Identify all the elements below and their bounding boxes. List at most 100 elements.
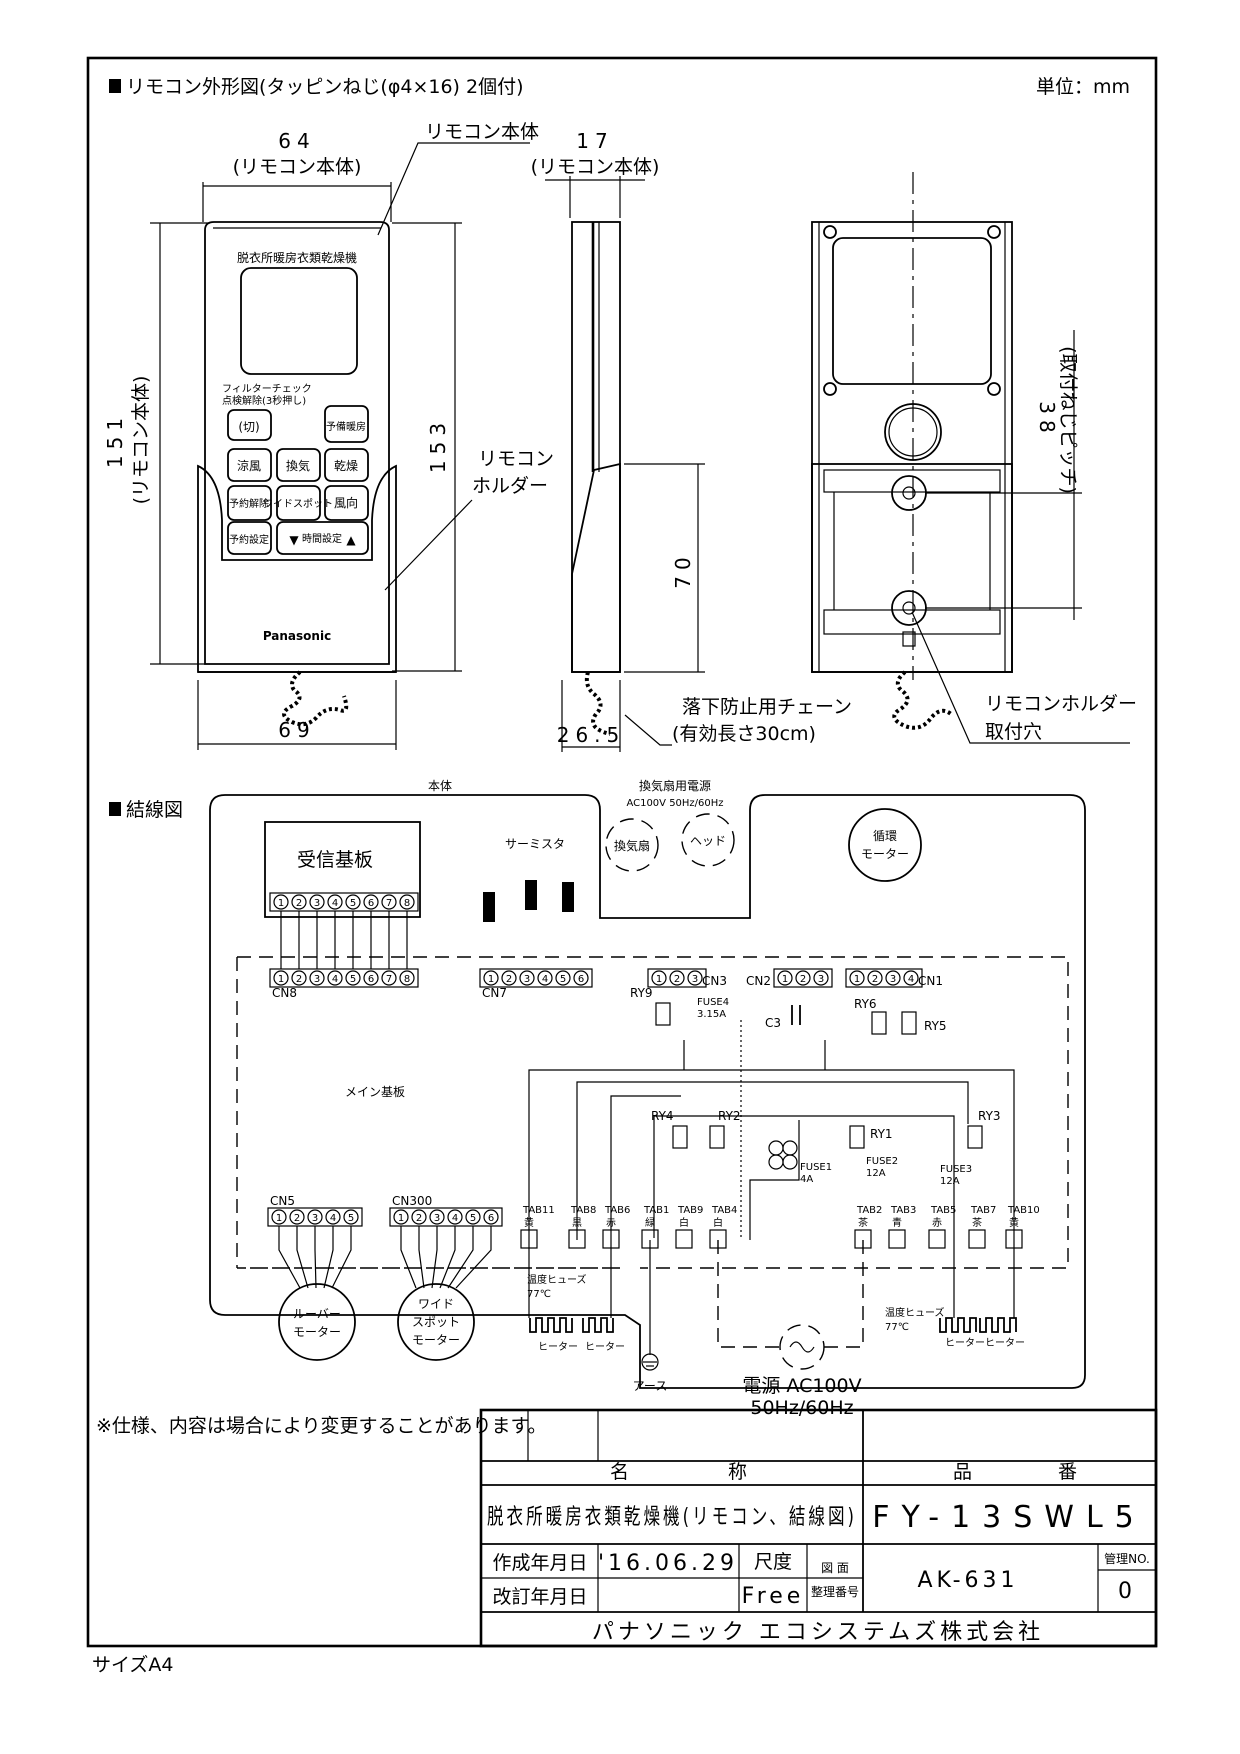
thermistor-label: サーミスタ [505, 837, 565, 851]
section-marker [109, 79, 121, 93]
cn5-connector-pin [343, 1209, 359, 1225]
btn-set-timer[interactable] [227, 521, 272, 555]
svg-text:3: 3 [314, 898, 320, 909]
heater-left-1 [529, 1317, 573, 1333]
receiver-pins-pin [273, 894, 289, 910]
thermal-fuse-left: 温度ヒューズ [527, 1273, 587, 1286]
cn7-connector-pin [555, 970, 571, 986]
fuse1-value: 4A [800, 1174, 813, 1185]
tab-label: TAB6 [604, 1205, 630, 1216]
svg-text:2: 2 [416, 1213, 422, 1224]
svg-text:1: 1 [278, 898, 284, 909]
tab-color: 白 [679, 1216, 689, 1229]
fan-label: 換気扇 [614, 838, 650, 853]
svg-text:4: 4 [452, 1213, 458, 1224]
receiver-pins-pin [345, 894, 361, 910]
motor-wires [278, 1226, 492, 1289]
earth-label: アース [633, 1379, 668, 1393]
btn-cool[interactable] [227, 448, 272, 482]
svg-text:5: 5 [350, 898, 356, 909]
chain-label: 落下防止用チェーン [682, 696, 852, 718]
cn5-connector-pin [271, 1209, 287, 1225]
tab-label: TAB9 [677, 1205, 703, 1216]
cn8-connector-pin [309, 970, 325, 986]
dim-side-depth-sub: (リモコン本体) [531, 156, 660, 178]
back-body [811, 221, 1013, 673]
tab-label: TAB10 [1007, 1205, 1040, 1216]
back-view: 38 (取付ねじピッチ) リモコンホルダー 取付穴 [811, 172, 1137, 744]
cn7-connector-pin [501, 970, 517, 986]
fan-power-spec: AC100V 50Hz/60Hz [626, 798, 723, 809]
cn5-connector-pin [325, 1209, 341, 1225]
dim-back-38: 38 [1035, 401, 1059, 438]
btn-off[interactable] [227, 409, 272, 441]
title-block: 名 称 品 番 脱衣所暖房衣類乾燥機(リモコン、結線図) FY-13SWL5 作… [479, 1408, 1158, 1648]
svg-text:乾燥: 乾燥 [334, 459, 358, 473]
tb-scale-label: 尺度 [754, 1551, 792, 1573]
fuse3-value: 12A [940, 1176, 960, 1187]
svg-text:(切): (切) [238, 420, 259, 434]
tab-label: TAB7 [970, 1205, 996, 1216]
fuse2-value: 12A [866, 1168, 886, 1179]
btn-direction[interactable] [324, 485, 369, 521]
btn-up[interactable]: ▲ [346, 533, 356, 547]
svg-text:5: 5 [560, 974, 566, 985]
remote-body-outline [204, 221, 390, 665]
louver-label-1: ルーバー [293, 1307, 341, 1321]
heater-right-2 [979, 1317, 1017, 1333]
svg-text:1: 1 [854, 974, 860, 985]
side-body [571, 221, 621, 673]
ry5-label: RY5 [924, 1019, 947, 1033]
tab-color: 緑 [645, 1216, 655, 1229]
svg-text:ワイドスポット: ワイドスポット [263, 498, 333, 510]
head-label: ヘッド [690, 834, 726, 848]
svg-text:6: 6 [578, 974, 584, 985]
tb-name-head-1: 名 [610, 1461, 629, 1483]
circ-motor-label-1: 循環 [873, 829, 897, 843]
tb-created-label: 作成年月日 [492, 1552, 587, 1574]
btn-down[interactable]: ▼ [289, 533, 299, 547]
main-unit-label: 本体 [428, 779, 452, 793]
fuse3-label: FUSE3 [940, 1164, 972, 1175]
receiver-pins-pin [327, 894, 343, 910]
svg-text:8: 8 [404, 974, 410, 985]
btn-dry[interactable] [324, 448, 369, 482]
cn8-connector-pin [363, 970, 379, 986]
btn-preheat[interactable] [324, 405, 369, 443]
btn-wide-spot[interactable] [276, 485, 321, 521]
cn7-label: CN7 [482, 986, 507, 1000]
btn-vent[interactable] [276, 448, 321, 482]
power-label: 電源 AC100V [742, 1375, 861, 1397]
heater-label-1: ヒーター [538, 1341, 578, 1353]
cn2-connector-pin [795, 970, 811, 986]
cn300-connector-pin [411, 1209, 427, 1225]
btn-cancel-timer[interactable] [227, 485, 272, 521]
svg-text:5: 5 [348, 1213, 354, 1224]
svg-text:4: 4 [542, 974, 548, 985]
tb-number: FY-13SWL5 [872, 1500, 1146, 1535]
cn1-connector-pin [885, 970, 901, 986]
tb-mgmt-label: 管理NO. [1104, 1551, 1150, 1566]
tb-mgmt-no: 0 [1118, 1579, 1136, 1604]
circ-motor-label-2: モーター [861, 847, 909, 861]
brand-logo: Panasonic [263, 629, 331, 643]
tab-color: 赤 [932, 1217, 942, 1229]
cn3-connector-pin [669, 970, 685, 986]
wide-spot-motor [397, 1283, 475, 1361]
svg-text:8: 8 [404, 898, 410, 909]
svg-text:6: 6 [368, 898, 374, 909]
svg-text:4: 4 [330, 1213, 336, 1224]
back-hole-upper [884, 403, 942, 461]
circ-motor [848, 808, 922, 882]
svg-text:3: 3 [818, 974, 824, 985]
wiring-title: 結線図 [126, 799, 183, 821]
btn-time-set[interactable]: 時間設定 [302, 532, 342, 545]
cn2-label: CN2 [746, 974, 771, 988]
lcd-screen [240, 267, 358, 375]
cap-label: C3 [765, 1016, 781, 1030]
svg-text:1: 1 [488, 974, 494, 985]
cn1-connector-pin [849, 970, 865, 986]
cn300-connector-pin [429, 1209, 445, 1225]
